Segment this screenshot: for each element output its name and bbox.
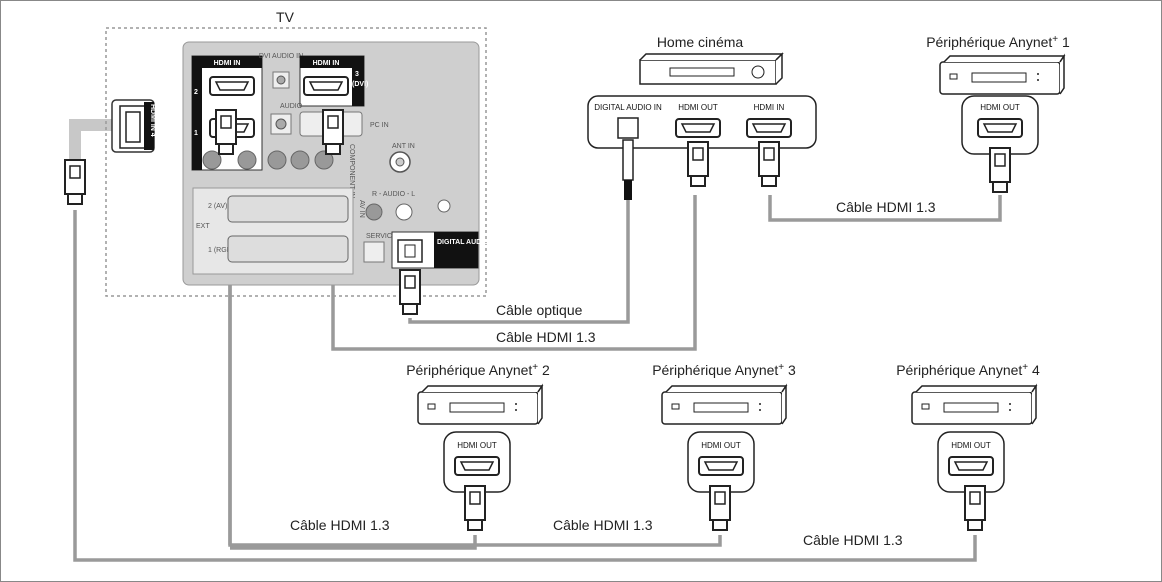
digital-audio-out-label: DIGITAL AUDIO OUT (OPTICAL) bbox=[437, 239, 543, 246]
hc-digital-audio-in-label: DIGITAL AUDIO IN bbox=[594, 103, 662, 112]
device-2-title: Périphérique Anynet+ 2 bbox=[406, 362, 550, 378]
hc-hdmi-out-label: HDMI OUT bbox=[678, 103, 718, 112]
plug-hdmi1 bbox=[215, 109, 237, 155]
tv-title: TV bbox=[276, 9, 295, 25]
hdmi-in-12-label: HDMI IN bbox=[214, 60, 241, 67]
dvi-label: (DVI) bbox=[352, 81, 368, 88]
cable-labels: Câble optique Câble HDMI 1.3 Câble HDMI … bbox=[290, 199, 936, 548]
audio-label: AUDIO bbox=[280, 103, 303, 110]
device-2-port-label: HDMI OUT bbox=[457, 441, 497, 450]
home-cinema-title: Home cinéma bbox=[657, 34, 744, 50]
device-3-title: Périphérique Anynet+ 3 bbox=[652, 362, 796, 378]
device-3-port-label: HDMI OUT bbox=[701, 441, 741, 450]
plug-optical-tv bbox=[399, 269, 421, 315]
label-hdmi-device3: Câble HDMI 1.3 bbox=[553, 517, 653, 533]
headphone-jack bbox=[437, 199, 451, 213]
plug-device1 bbox=[989, 147, 1011, 193]
plug-hc-hdmi-in bbox=[758, 141, 780, 187]
dvi-audio-in-label: DVI AUDIO IN bbox=[259, 53, 303, 60]
plug-device2 bbox=[464, 485, 486, 531]
plug-hdmi4 bbox=[64, 159, 86, 205]
device-4-port-label: HDMI OUT bbox=[951, 441, 991, 450]
component-jacks bbox=[202, 150, 334, 170]
cable-optical bbox=[408, 200, 630, 324]
label-hdmi-device4: Câble HDMI 1.3 bbox=[803, 532, 903, 548]
hdmi-2-socket bbox=[209, 76, 255, 96]
scart-2 bbox=[227, 195, 349, 223]
device-4: Périphérique Anynet+ 4 HDMI OUT bbox=[896, 362, 1040, 531]
home-cinema: Home cinéma DIGITAL AUDIO IN HDMI OUT HD… bbox=[587, 34, 817, 200]
label-hdmi-homecinema-device1: Câble HDMI 1.3 bbox=[836, 199, 936, 215]
cable-homecinema-device1 bbox=[768, 195, 1002, 222]
audio-lr-label: R - AUDIO - L bbox=[372, 191, 415, 198]
hc-hdmi-in-label: HDMI IN bbox=[754, 103, 785, 112]
scart-1 bbox=[227, 235, 349, 263]
plug-hdmi3 bbox=[322, 109, 344, 155]
label-optical-cable: Câble optique bbox=[496, 302, 583, 318]
hdmi-3-socket bbox=[303, 76, 349, 96]
plug-device3 bbox=[709, 485, 731, 531]
hdmi-1-number: 1 bbox=[194, 130, 198, 137]
hdmi-in-4-label: HDMI IN 4 bbox=[149, 104, 156, 137]
hdmi-2-number: 2 bbox=[194, 89, 198, 96]
device-1: Périphérique Anynet+ 1 HDMI OUT bbox=[926, 34, 1070, 193]
plug-device4 bbox=[964, 485, 986, 531]
component-in-label: COMPONENT IN bbox=[348, 144, 355, 198]
cable-tv-device2 bbox=[230, 535, 477, 550]
ext-rgb-label: 1 (RGB) bbox=[208, 247, 234, 254]
hdmi-3-number: 3 bbox=[355, 71, 359, 78]
ant-in-label: ANT IN bbox=[392, 143, 415, 150]
plug-hc-hdmi-out bbox=[687, 141, 709, 187]
hc-hdmi-in-socket bbox=[746, 118, 792, 138]
ext-label: EXT bbox=[196, 223, 210, 230]
device-1-port-label: HDMI OUT bbox=[980, 103, 1020, 112]
tv: TV HDMI IN 4 HDMI IN 2 1 DVI AUDIO IN HD… bbox=[105, 9, 543, 297]
device-3: Périphérique Anynet+ 3 HDMI OUT bbox=[652, 362, 796, 531]
device-4-title: Périphérique Anynet+ 4 bbox=[896, 362, 1040, 378]
hc-hdmi-out-socket bbox=[675, 118, 721, 138]
device-1-title: Périphérique Anynet+ 1 bbox=[926, 34, 1070, 50]
pc-in-label: PC IN bbox=[370, 122, 389, 129]
device-2: Périphérique Anynet+ 2 HDMI OUT bbox=[406, 362, 550, 531]
service-label: SERVICE bbox=[366, 233, 397, 240]
hdmi4-cable-shroud bbox=[69, 119, 115, 165]
av-in-label: AV IN bbox=[358, 200, 365, 218]
label-hdmi-tv-homecinema: Câble HDMI 1.3 bbox=[496, 329, 596, 345]
cable-tv-device4 bbox=[73, 210, 977, 562]
label-hdmi-device2: Câble HDMI 1.3 bbox=[290, 517, 390, 533]
plug-optical-hc bbox=[622, 139, 634, 181]
ext-av-label: 2 (AV) bbox=[208, 203, 227, 210]
hdmi-in-3-label: HDMI IN bbox=[313, 60, 340, 67]
